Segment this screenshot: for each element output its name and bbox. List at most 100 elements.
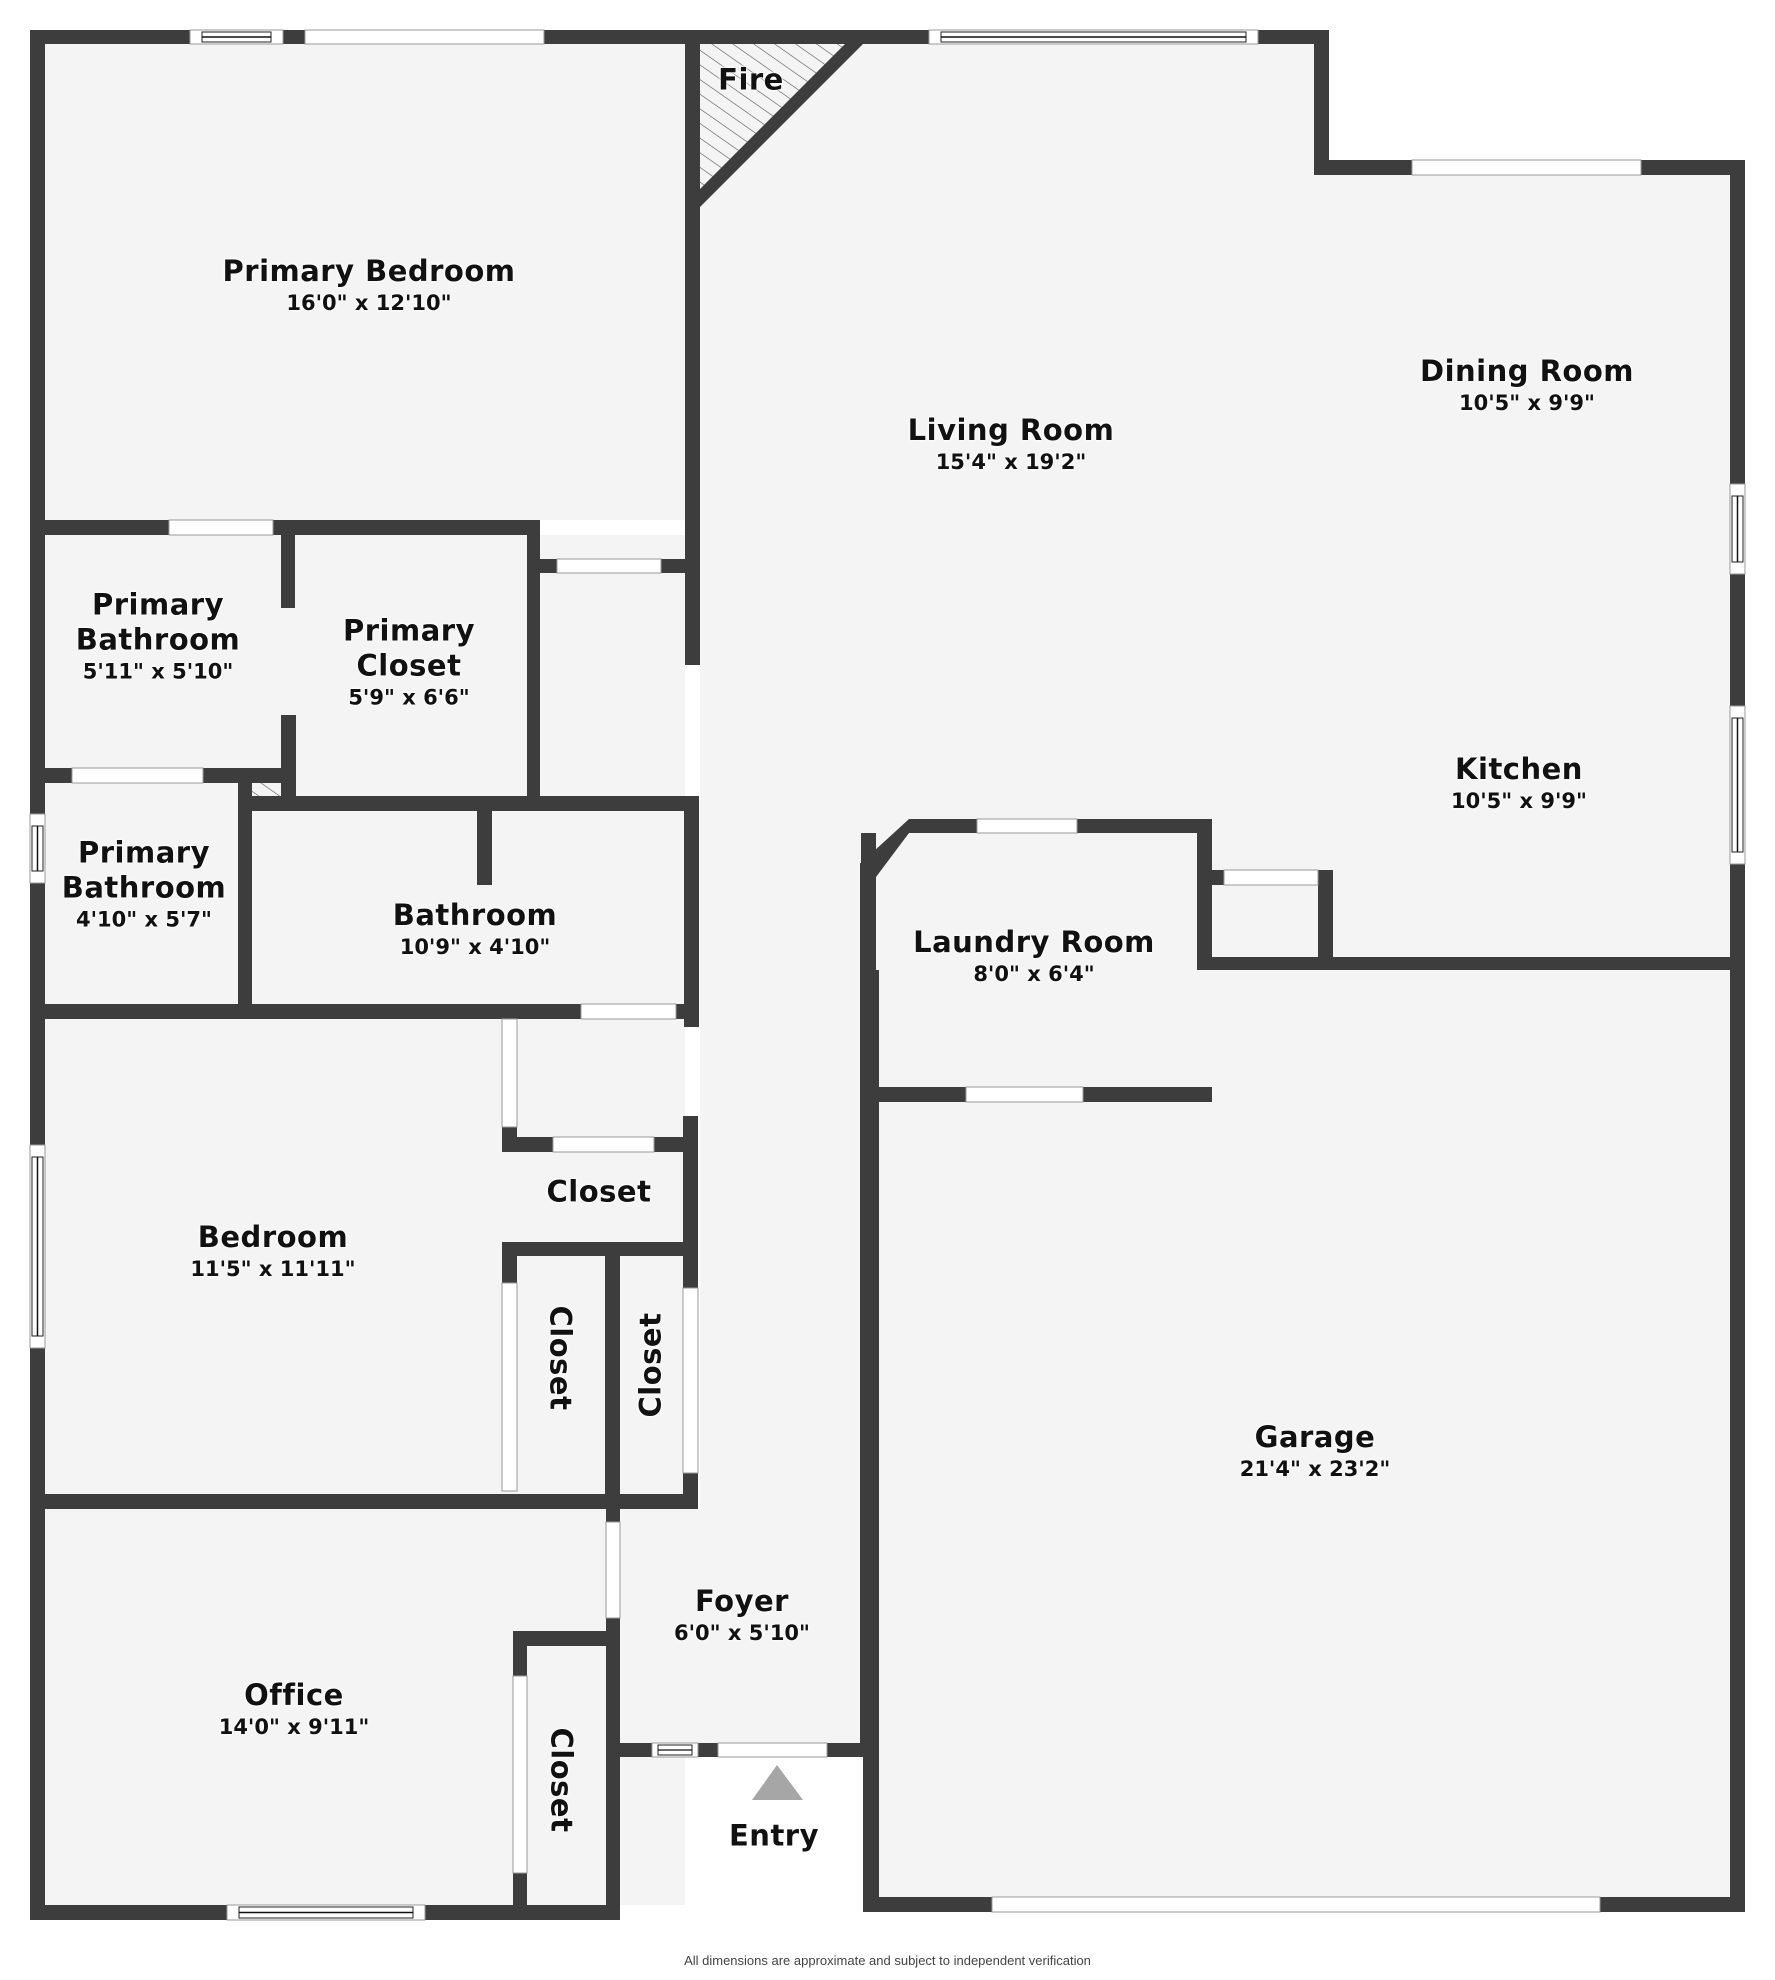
floor-areas (45, 44, 1730, 1905)
room-name: Bathroom (392, 898, 558, 933)
wall (502, 1004, 517, 1019)
door-opening (976, 818, 1078, 834)
door-opening (717, 1742, 828, 1758)
wall (685, 30, 700, 665)
room-label-closet-hall: Closet (547, 1175, 652, 1210)
room-dimensions: 5'9" x 6'6" (348, 685, 470, 710)
room-name: Foyer (695, 1584, 789, 1619)
room-label-entry: Entry (729, 1819, 819, 1854)
room-name: Kitchen (1455, 752, 1583, 787)
floor-area (45, 44, 685, 520)
room-dimensions: 21'4" x 23'2" (1239, 1456, 1391, 1481)
room-dimensions: 10'5" x 9'9" (1451, 788, 1587, 813)
wall (1318, 870, 1333, 970)
wall (513, 1631, 620, 1646)
window (1411, 159, 1642, 176)
room-dimensions: 4'10" x 5'7" (76, 907, 212, 932)
wall (45, 1004, 699, 1019)
window (991, 1896, 1601, 1913)
door-opening (501, 1018, 518, 1128)
door-opening (682, 1287, 699, 1474)
room-name: Primary Bedroom (222, 254, 516, 289)
entry-arrow-icon (752, 1765, 803, 1800)
windows (29, 29, 1746, 1921)
wall (513, 1873, 527, 1920)
wall (540, 559, 557, 573)
floor-area (620, 1509, 860, 1743)
door-openings (71, 519, 1319, 1874)
room-name: Fire (718, 62, 784, 97)
laundry-corner (861, 819, 909, 877)
door-opening (168, 519, 274, 536)
disclaimer-text: All dimensions are approximate and subje… (684, 1953, 1091, 1968)
fireplace-diagonal (700, 44, 863, 207)
window (304, 29, 545, 45)
wall (238, 783, 252, 1019)
door-opening (71, 767, 204, 784)
wall (1197, 819, 1212, 970)
room-label-closet-hall-2: Closet (634, 1313, 669, 1418)
door-opening (552, 1136, 655, 1153)
door-opening (501, 1282, 518, 1492)
door-opening (605, 1521, 621, 1619)
room-name: Office (244, 1678, 344, 1713)
utility-chase (252, 783, 281, 796)
room-name: Primary (92, 587, 224, 622)
room-name: Entry (728, 1818, 820, 1853)
wall (502, 1256, 517, 1283)
room-name: Dining Room (1420, 354, 1634, 389)
room-dimensions: 8'0" x 6'4" (973, 961, 1095, 986)
wall (606, 1618, 620, 1757)
wall (30, 30, 45, 1920)
door-opening (1223, 869, 1319, 886)
wall (281, 715, 296, 796)
room-label-closet-bedroom: Closet (543, 1305, 578, 1411)
room-name: Living Room (907, 413, 1115, 448)
room-name: Primary (78, 835, 210, 870)
wall (1212, 870, 1224, 885)
wall (1197, 957, 1745, 970)
wall (606, 1509, 620, 1522)
wall (238, 796, 699, 811)
wall (527, 520, 540, 796)
room-name: Closet (544, 1727, 579, 1833)
wall (661, 559, 700, 573)
room-label-closet-office: Closet (544, 1727, 579, 1833)
room-dimensions: 6'0" x 5'10" (674, 1620, 810, 1645)
wall (861, 833, 876, 1102)
room-dimensions: 5'11" x 5'10" (82, 659, 234, 684)
diagonal-walls (700, 44, 909, 877)
wall (606, 1743, 620, 1920)
room-dimensions: 16'0" x 12'10" (286, 290, 452, 315)
wall (45, 1494, 698, 1509)
room-dimensions: 15'4" x 19'2" (935, 449, 1087, 474)
room-name: Closet (543, 1305, 578, 1411)
wall (477, 796, 492, 885)
wall (684, 796, 699, 1027)
room-name: Garage (1254, 1420, 1376, 1455)
door-opening (965, 1086, 1084, 1103)
floor-area (45, 535, 685, 1905)
room-name: Primary (343, 613, 475, 648)
room-name: Closet (546, 1174, 652, 1209)
wall (502, 1242, 698, 1256)
room-name: Laundry Room (913, 925, 1155, 960)
room-name: Closet (633, 1312, 668, 1418)
wall (1730, 160, 1745, 1912)
floor-area (876, 970, 1730, 1897)
room-name: Bathroom (61, 870, 227, 905)
room-dimensions: 10'9" x 4'10" (399, 934, 551, 959)
wall (1314, 30, 1329, 175)
room-name: Bedroom (197, 1220, 349, 1255)
door-opening (556, 558, 662, 574)
floor-area (1314, 175, 1730, 957)
